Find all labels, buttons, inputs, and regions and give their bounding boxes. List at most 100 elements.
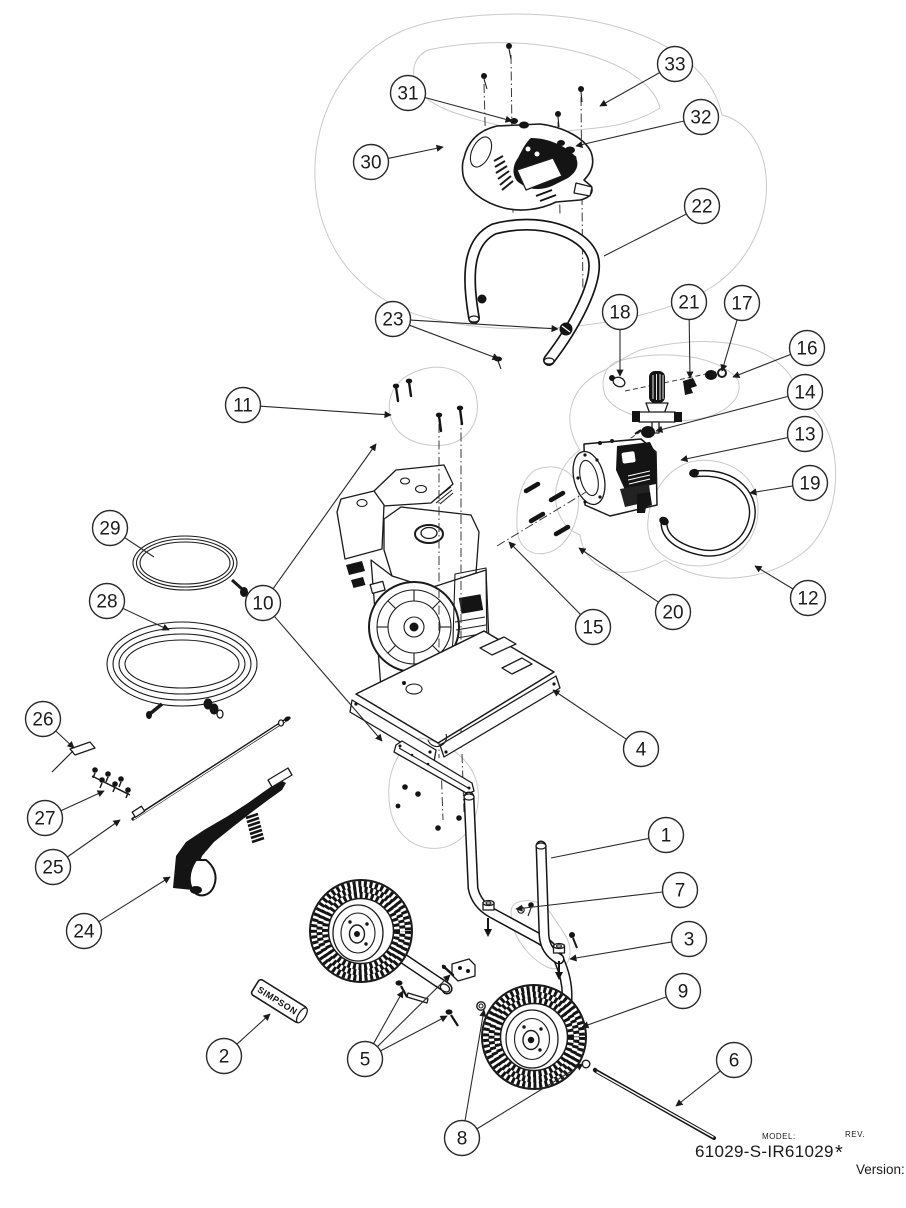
baseplate-drawing: [349, 630, 561, 795]
callout-24: [65, 912, 103, 950]
callout-6-number: 6: [729, 1051, 740, 1072]
callout-1-number: 1: [661, 826, 672, 847]
version-label: Version:: [856, 1162, 905, 1177]
outlet-elbow: [637, 492, 652, 513]
frame-drawing: [352, 791, 716, 1140]
callout-19-leader: [749, 485, 793, 496]
callout-15-number: 15: [582, 618, 603, 639]
callout-27-leader: [60, 790, 105, 812]
callout-17-leader: [720, 319, 738, 372]
siphon-hose-drawing: [132, 535, 248, 597]
callout-12-leader: [754, 565, 794, 590]
callout-1-leader: [550, 837, 649, 859]
callout-22-number: 22: [691, 197, 712, 218]
callout-7-leader: [515, 891, 663, 912]
callout-12: [789, 579, 827, 617]
lance-drawing: [131, 716, 291, 821]
fuel-tank-left: [336, 490, 385, 560]
callout-20-leader: [578, 547, 659, 603]
callout-5-leader: [377, 974, 451, 1048]
callout-4-leader: [552, 689, 627, 740]
callout-30: [352, 143, 390, 181]
callout-7: [661, 871, 699, 909]
callout-18-number: 18: [609, 303, 630, 324]
rev-value: *: [835, 1142, 843, 1164]
callout-18: [601, 293, 639, 331]
callout-25-leader: [66, 819, 121, 858]
callout-5-leader: [380, 1015, 448, 1052]
handle-drawing: [464, 218, 601, 370]
callout-28: [88, 582, 126, 620]
callout-4-number: 4: [636, 740, 647, 761]
callout-13-number: 13: [794, 425, 815, 446]
callout-21: [670, 283, 708, 321]
callout-2-number: 2: [219, 1047, 230, 1068]
inlet-fitting: [641, 426, 655, 438]
callout-11: [224, 386, 262, 424]
callout-14-leader: [655, 395, 789, 433]
frame-bracket: [451, 958, 476, 982]
callout-19: [791, 464, 829, 502]
panel-vents: [493, 155, 514, 191]
callout-2: [205, 1037, 243, 1075]
callout-5-number: 5: [360, 1050, 371, 1071]
callout-23-leader: [409, 324, 500, 361]
callout-31: [389, 74, 427, 112]
callout-32-number: 32: [690, 108, 711, 129]
callout-16-leader: [732, 353, 791, 378]
callout-24-number: 24: [73, 922, 95, 943]
callout-3-leader: [569, 941, 672, 962]
callout-12-number: 12: [797, 589, 818, 610]
pump-drawing: [572, 368, 756, 557]
gun-coil: [245, 812, 265, 844]
callout-22-leader: [603, 213, 687, 257]
control-panel-drawing: [461, 43, 594, 299]
callout-24-leader: [98, 876, 171, 923]
spray-gun-drawing: [173, 767, 293, 897]
callout-28-number: 28: [96, 592, 117, 613]
callout-14-number: 14: [794, 383, 816, 404]
callout-16: [788, 329, 826, 367]
callout-27-number: 27: [34, 809, 55, 830]
callout-15-leader: [508, 541, 582, 615]
callout-8: [443, 1119, 481, 1157]
callout-9-leader: [581, 996, 667, 1029]
callout-7-number: 7: [675, 881, 686, 902]
callout-21-number: 21: [678, 293, 699, 314]
callout-10-number: 10: [252, 594, 273, 615]
callout-25-number: 25: [42, 858, 63, 879]
callout-26-number: 26: [32, 710, 53, 731]
callout-20: [654, 593, 692, 631]
callout-33-number: 33: [664, 55, 685, 76]
callout-31-leader: [424, 96, 513, 123]
callout-23: [374, 300, 412, 338]
callout-32-leader: [575, 120, 685, 149]
callout-13: [786, 415, 824, 453]
callout-20-number: 20: [662, 603, 683, 624]
panel-screws: [481, 43, 584, 128]
callout-6-leader: [675, 1070, 721, 1107]
callout-9-number: 9: [678, 982, 689, 1003]
callout-25: [34, 848, 72, 886]
callout-11-leader: [260, 405, 392, 419]
panel-bolts-32: [557, 140, 577, 161]
callout-23-number: 23: [382, 310, 403, 331]
callout-14: [786, 373, 824, 411]
callout-4: [622, 730, 660, 768]
callout-31-number: 31: [397, 84, 418, 105]
callout-28-leader: [122, 607, 170, 631]
elbow-fitting: [683, 378, 697, 395]
grip-drawing: SIMPSON: [250, 978, 308, 1024]
callout-3-number: 3: [684, 930, 695, 951]
callout-30-leader: [387, 144, 444, 159]
high-pressure-hose-drawing: [106, 621, 258, 719]
callout-33: [656, 45, 694, 83]
callout-9: [664, 972, 702, 1010]
callout-33-leader: [599, 72, 660, 107]
callout-32: [682, 98, 720, 136]
callout-29: [91, 509, 129, 547]
callout-21-leader: [686, 319, 694, 379]
starter-handle: [369, 580, 386, 595]
